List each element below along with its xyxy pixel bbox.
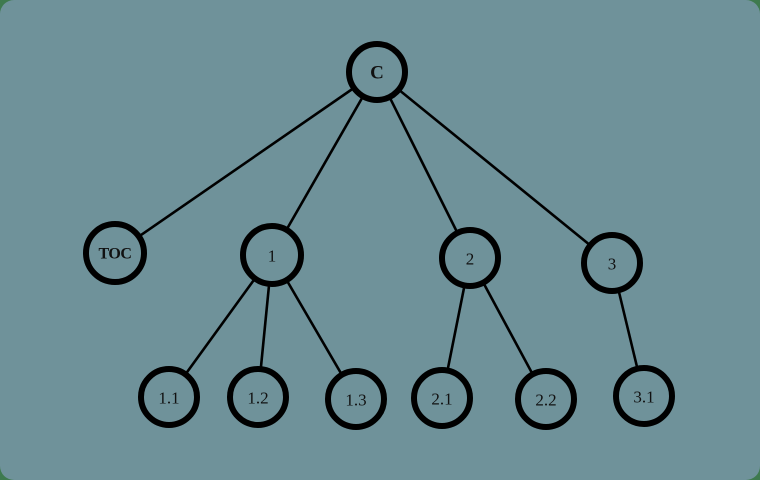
tree-node-1-2: 1.2	[227, 366, 289, 428]
node-circle	[613, 365, 675, 427]
tree-node-1-1: 1.1	[138, 366, 200, 428]
tree-node-2-2: 2.2	[515, 368, 577, 430]
node-circle	[240, 223, 304, 287]
node-label: 1	[268, 247, 277, 266]
tree-node-2: 2	[439, 227, 501, 289]
node-label: 1.2	[247, 389, 268, 408]
tree-node-2-1: 2.1	[411, 367, 473, 429]
node-label: 1.3	[345, 391, 366, 410]
edge-C-to-1	[270, 71, 379, 256]
node-circle	[138, 366, 200, 428]
edge-C-to-3	[376, 70, 613, 265]
tree-node-toc: TOC	[83, 221, 147, 285]
node-label: C	[370, 63, 384, 84]
node-label: 1.1	[158, 389, 179, 408]
node-circle	[83, 221, 147, 285]
node-circle	[439, 227, 501, 289]
node-circle	[515, 368, 577, 430]
node-circle	[581, 232, 643, 294]
node-label: 3.1	[633, 388, 654, 407]
node-label: 2	[466, 250, 475, 269]
tree-node-1-3: 1.3	[325, 368, 387, 430]
tree-node-3-1: 3.1	[613, 365, 675, 427]
node-label: 2.2	[535, 391, 556, 410]
node-label: 2.1	[431, 390, 452, 409]
tree-node-1: 1	[240, 223, 304, 287]
tree-node-c: C	[346, 41, 408, 103]
node-label: TOC	[99, 246, 132, 263]
edges-layer	[114, 70, 646, 400]
node-circle	[346, 41, 408, 103]
node-circle	[227, 366, 289, 428]
nodes-layer: C TOC 1 2 3 1.1 1.2 1.3 2.1 2.2 3.1	[83, 41, 675, 430]
node-label: 3	[608, 255, 617, 274]
edge-C-to-TOC	[114, 70, 378, 255]
tree-node-3: 3	[581, 232, 643, 294]
edge-C-to-2	[375, 71, 472, 259]
node-circle	[411, 367, 473, 429]
node-circle	[325, 368, 387, 430]
